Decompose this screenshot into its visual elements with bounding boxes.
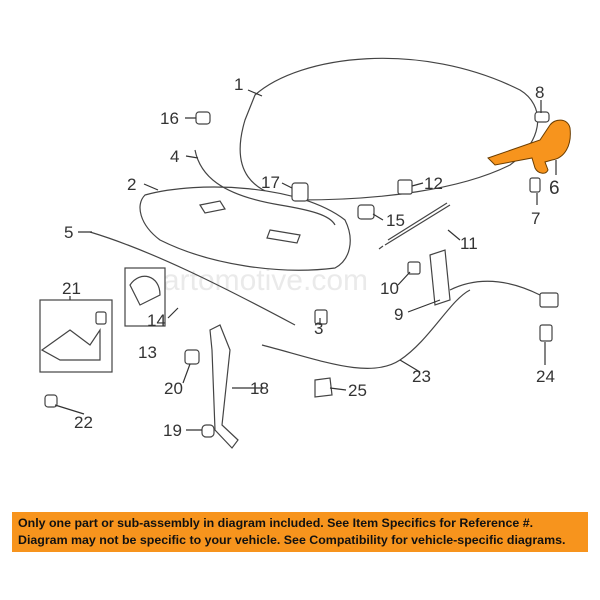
callout-5: 5 [64, 223, 73, 242]
clip-19-part [201, 424, 215, 438]
seal-5-part [89, 231, 296, 326]
bolt-22-part [44, 394, 58, 408]
cable-part [261, 280, 541, 370]
bolt-10-part [407, 261, 421, 275]
callout-21: 21 [62, 279, 81, 298]
hood-hinge-part [487, 119, 571, 174]
callout-12: 12 [424, 174, 443, 193]
callout-25: 25 [348, 381, 367, 400]
cable-end-part [539, 292, 559, 308]
disclaimer-line-2: Diagram may not be specific to your vehi… [18, 533, 566, 547]
callout-8: 8 [535, 83, 544, 102]
callout-9: 9 [394, 305, 403, 324]
callout-14: 14 [147, 311, 166, 330]
callout-6: 6 [549, 178, 560, 199]
bumper-15-part [357, 204, 375, 220]
bumper-16-part [195, 111, 211, 125]
disclaimer-banner: Only one part or sub-assembly in diagram… [12, 512, 588, 552]
callout-10: 10 [380, 279, 399, 298]
cover-25-part [314, 377, 333, 398]
callout-1: 1 [234, 75, 243, 94]
callout-11: 11 [460, 234, 478, 253]
bolt-8-part [534, 111, 550, 123]
callout-15: 15 [386, 211, 405, 230]
support-rod-part [378, 202, 451, 250]
clip-17-part [291, 182, 309, 202]
callout-13: 13 [138, 343, 157, 362]
watermark: Partomotive.com [143, 264, 368, 297]
callout-23: 23 [412, 367, 431, 386]
callout-4: 4 [170, 147, 179, 166]
callout-17: 17 [261, 173, 280, 192]
latch-bracket-part [429, 249, 451, 306]
diagram-canvas: Partomotive.com 1 2 3 4 5 6 7 8 9 10 11 … [39, 57, 571, 449]
callout-2: 2 [127, 175, 136, 194]
hood-part [239, 57, 539, 201]
prop-rod-18-part [209, 324, 239, 449]
callout-22: 22 [74, 413, 93, 432]
callout-24: 24 [536, 367, 555, 386]
callout-19: 19 [163, 421, 182, 440]
clip-12-part [397, 179, 413, 195]
callout-3: 3 [314, 319, 323, 338]
callout-20: 20 [164, 379, 183, 398]
callout-16: 16 [160, 109, 179, 128]
clip-3-part [314, 309, 328, 325]
bolt-7-part [529, 177, 541, 193]
seal-4-part [194, 149, 336, 226]
disclaimer-line-1: Only one part or sub-assembly in diagram… [18, 516, 534, 530]
callout-18: 18 [250, 379, 269, 398]
callout-7: 7 [531, 209, 540, 228]
grommet-20-part [184, 349, 200, 365]
clip-24-part [539, 324, 553, 342]
